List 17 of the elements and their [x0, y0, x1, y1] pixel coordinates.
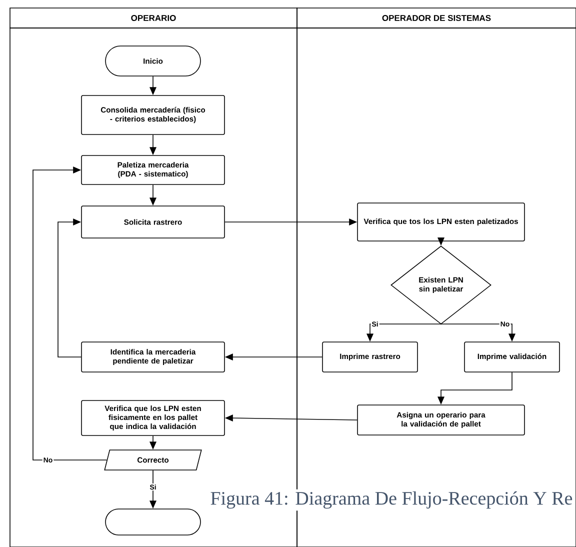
arrow: [150, 134, 156, 156]
caption: Figura 41: Diagrama De Flujo-Recepción Y Re: [208, 489, 575, 511]
arrow: [438, 238, 444, 246]
node-label: OPERARIO: [131, 15, 176, 22]
arrow: [440, 324, 516, 342]
node-label: OPERADOR DE SISTEMAS: [382, 15, 491, 22]
arrow: [32, 166, 108, 460]
arrow: [150, 76, 156, 96]
arrow: [224, 354, 322, 360]
arrow: [150, 470, 156, 509]
arrow: [224, 414, 358, 422]
arrow: [150, 436, 156, 450]
arrow: [58, 218, 82, 358]
arrow: [438, 372, 512, 405]
arrow: [150, 184, 156, 206]
arrow: [366, 324, 442, 342]
arrow: [224, 218, 358, 226]
